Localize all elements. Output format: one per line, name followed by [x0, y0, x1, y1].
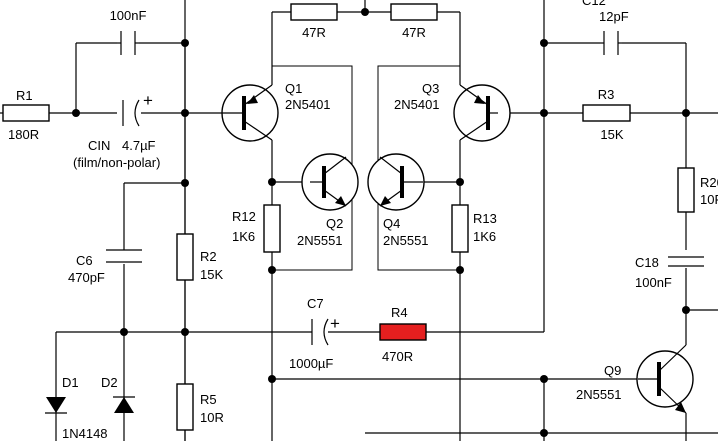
c7-name: C7: [307, 296, 324, 311]
resistor-47r-left: 47R: [290, 3, 338, 40]
c6-name: C6: [76, 253, 93, 268]
r-top-right-value: 47R: [402, 25, 426, 40]
resistor-r1: R1 180R: [2, 88, 50, 142]
c12-value: 12pF: [599, 9, 629, 24]
q2-name: Q2: [326, 216, 343, 231]
q9-part: 2N5551: [576, 387, 622, 402]
r2-value: 15K: [200, 267, 223, 282]
transistor-q2: Q2 2N5551: [297, 153, 359, 248]
transistor-q4: Q4 2N5551: [367, 153, 429, 248]
r-top-left-value: 47R: [302, 25, 326, 40]
r20-value: 10R: [700, 192, 718, 207]
capacitor-c7: + C7 1000µF: [289, 296, 340, 371]
transistor-q1: Q1 2N5401: [221, 81, 331, 142]
q3-part: 2N5401: [394, 97, 440, 112]
q4-name: Q4: [383, 216, 400, 231]
r1-value: 180R: [8, 127, 39, 142]
q1-part: 2N5401: [285, 97, 331, 112]
q3-name: Q3: [422, 81, 439, 96]
r3-value: 15K: [600, 127, 623, 142]
r4-value: 470R: [382, 349, 413, 364]
transistor-q9: Q9 2N5551: [576, 344, 694, 414]
q2-part: 2N5551: [297, 233, 343, 248]
q4-part: 2N5551: [383, 233, 429, 248]
c18-name: C18: [635, 255, 659, 270]
r12-name: R12: [232, 209, 256, 224]
resistor-r5: R5 10R: [176, 383, 224, 431]
c18-value: 100nF: [635, 275, 672, 290]
resistor-r3: R3 15K: [582, 87, 631, 142]
cin-note: (film/non-polar): [73, 155, 160, 170]
resistor-r4: R4 470R: [379, 305, 427, 364]
transistor-q3: Q3 2N5401: [394, 81, 511, 142]
c5-value: 100nF: [110, 8, 147, 23]
c12-name: C12: [582, 0, 606, 8]
diode-d1: D1 1N4148: [45, 375, 108, 441]
resistor-r2: R2 15K: [176, 233, 223, 282]
diode-d2: D2: [101, 375, 135, 413]
cin-value: 4.7µF: [122, 138, 156, 153]
cin-polarity: +: [143, 91, 153, 110]
r13-value: 1K6: [473, 229, 496, 244]
r2-name: R2: [200, 249, 217, 264]
c7-polarity: +: [330, 314, 340, 333]
r5-name: R5: [200, 392, 217, 407]
d1-part: 1N4148: [62, 426, 108, 441]
r4-name: R4: [391, 305, 408, 320]
capacitor-c6: C6 470pF: [68, 249, 142, 285]
resistor-r13: R13 1K6: [451, 204, 497, 253]
r13-name: R13: [473, 211, 497, 226]
q1-name: Q1: [285, 81, 302, 96]
q9-name: Q9: [604, 363, 621, 378]
c7-value: 1000µF: [289, 356, 333, 371]
r5-value: 10R: [200, 410, 224, 425]
r20-name: R20: [700, 175, 718, 190]
cin-name: CIN: [88, 138, 110, 153]
resistor-r20: R20 10R: [677, 167, 718, 213]
d2-name: D2: [101, 375, 118, 390]
capacitor-c5: 100nF: [110, 8, 147, 55]
capacitor-cin: + CIN 4.7µF (film/non-polar): [73, 91, 160, 170]
resistor-47r-right: 47R: [390, 3, 438, 40]
d1-name: D1: [62, 375, 79, 390]
capacitor-c18: C18 100nF: [635, 255, 704, 290]
junction-dots: [72, 8, 690, 437]
c6-value: 470pF: [68, 270, 105, 285]
r12-value: 1K6: [232, 229, 255, 244]
r1-name: R1: [16, 88, 33, 103]
resistor-r12: R12 1K6: [232, 204, 281, 253]
r3-name: R3: [598, 87, 615, 102]
capacitor-c12: C12 12pF: [582, 0, 629, 55]
